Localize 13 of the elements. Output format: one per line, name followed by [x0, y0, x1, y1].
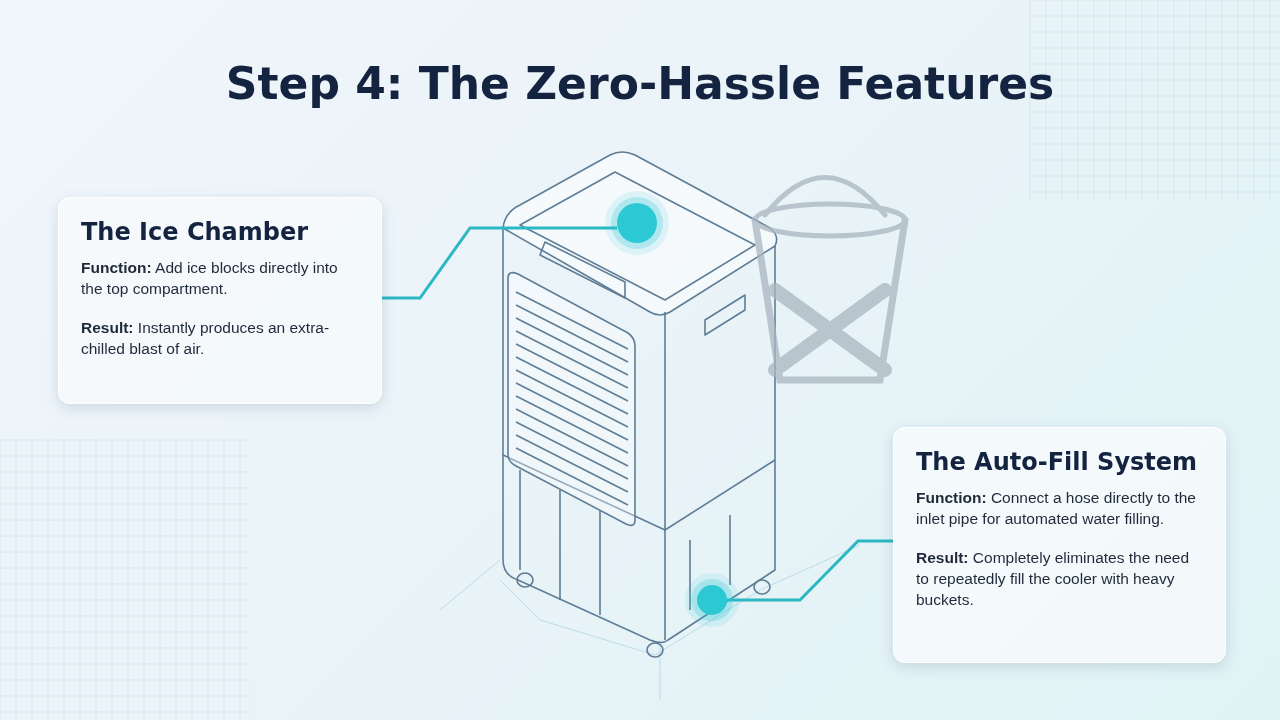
leader-line — [382, 226, 617, 300]
card-heading: The Auto-Fill System — [916, 448, 1198, 476]
hotspot-marker — [617, 203, 657, 243]
feature-card — [893, 427, 1226, 663]
card-text: Result: Completely eliminates the need to repeatedly fill the cooler with heavy buckets. — [916, 547, 1191, 610]
card-text: Function: Add ice blocks directly into the top compartment. — [81, 258, 339, 299]
card-text: Function: Connect a hose directly to the inlet pipe for automated water filling. — [916, 488, 1197, 529]
card-text: Result: Instantly produces an extra-chilled blast of air. — [81, 317, 331, 359]
feature-card — [58, 197, 382, 404]
leader-line — [727, 539, 893, 602]
card-heading: The Ice Chamber — [81, 218, 309, 246]
hotspot-marker — [697, 585, 727, 615]
title: Step 4: The Zero-Hassle Features — [225, 58, 1055, 109]
